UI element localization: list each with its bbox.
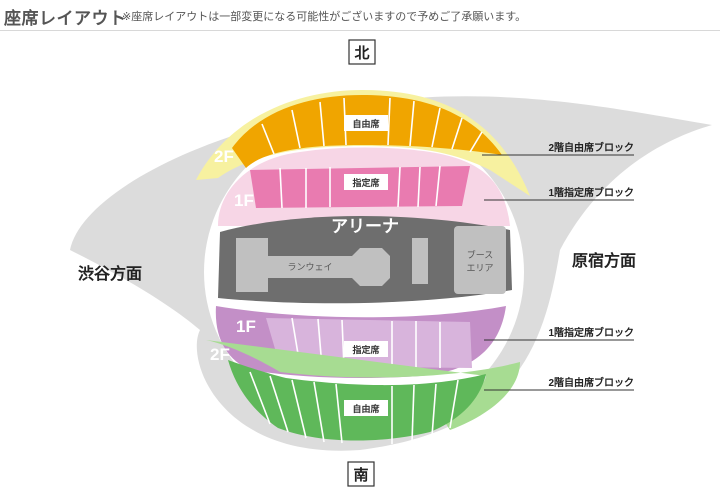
north-2f-floor-label: 2F bbox=[214, 147, 234, 166]
seat-divider bbox=[397, 166, 401, 208]
runway-label: ランウェイ bbox=[287, 262, 332, 272]
seat-divider bbox=[261, 123, 275, 155]
seat-divider bbox=[431, 383, 437, 437]
runway-stage bbox=[236, 238, 390, 292]
seat-divider bbox=[469, 131, 483, 153]
north-1f-caption: 1階指定席ブロック bbox=[548, 186, 634, 199]
callout-south-1f: 1階指定席ブロック bbox=[484, 326, 634, 341]
seat-divider bbox=[313, 381, 325, 443]
seat-divider bbox=[291, 379, 307, 439]
south-1f-seat-label: 指定席 bbox=[344, 341, 388, 357]
arena-stage-block bbox=[412, 238, 428, 284]
north-2f-seat-label: 自由席 bbox=[344, 115, 388, 131]
north-2f-caption: 2階自由席ブロック bbox=[548, 141, 634, 154]
seat-divider bbox=[279, 167, 283, 209]
south-2f-seat-text: 自由席 bbox=[352, 403, 379, 414]
south-2f-seat-label: 自由席 bbox=[344, 400, 388, 416]
seat-divider bbox=[435, 165, 441, 207]
north-marker: 北 bbox=[348, 39, 376, 65]
arena-title: アリーナ bbox=[331, 217, 399, 236]
booth-label-line2: エリア bbox=[466, 263, 493, 273]
north-1f-seat-text: 指定席 bbox=[352, 177, 379, 188]
seat-divider bbox=[335, 383, 343, 444]
north-label: 北 bbox=[354, 45, 369, 62]
seat-divider bbox=[417, 166, 421, 208]
seat-divider bbox=[319, 101, 325, 147]
seat-divider bbox=[431, 107, 441, 148]
shibuya-direction-label: 渋谷方面 bbox=[78, 264, 142, 283]
south-label: 南 bbox=[353, 466, 368, 484]
page-header: 座席レイアウト ※座席レイアウトは一部変更になる可能性がございますので予めご了承… bbox=[0, 0, 720, 31]
north-2f-block[interactable] bbox=[232, 95, 502, 168]
south-2f-seat-dividers bbox=[249, 371, 459, 444]
south-1f-caption: 1階指定席ブロック bbox=[548, 326, 634, 339]
south-1f-floor-label: 1F bbox=[236, 317, 256, 336]
north-1f-seat-label: 指定席 bbox=[344, 174, 388, 190]
callout-south-2f: 2階自由席ブロック bbox=[484, 376, 634, 391]
seat-divider bbox=[291, 109, 301, 149]
south-2f-floor-label: 2F bbox=[210, 345, 230, 364]
callout-north-2f: 2階自由席ブロック bbox=[482, 141, 634, 156]
seat-divider bbox=[411, 384, 415, 443]
callout-north-1f: 1階指定席ブロック bbox=[484, 186, 634, 201]
north-2f-seat-text: 自由席 bbox=[352, 118, 379, 129]
north-2f-seat-dividers bbox=[261, 97, 483, 155]
seat-divider bbox=[249, 371, 271, 425]
layout-notice: ※座席レイアウトは一部変更になる可能性がございますので予めご了承願います。 bbox=[122, 11, 527, 23]
seat-divider bbox=[269, 375, 289, 433]
seat-divider bbox=[451, 117, 463, 150]
south-marker: 南 bbox=[347, 461, 375, 487]
north-1f-seat-dividers bbox=[279, 165, 441, 209]
south-1f-seat-text: 指定席 bbox=[352, 344, 379, 355]
page-title: 座席レイアウト bbox=[4, 9, 127, 28]
seat-divider bbox=[449, 379, 459, 429]
booth-label-line1: ブース bbox=[467, 249, 494, 260]
harajuku-direction-label: 原宿方面 bbox=[572, 251, 636, 270]
south-2f-caption: 2階自由席ブロック bbox=[548, 376, 634, 389]
seat-divider bbox=[409, 100, 415, 147]
booth-area bbox=[454, 226, 506, 294]
south-2f-outer-band bbox=[206, 340, 520, 430]
north-1f-floor-label: 1F bbox=[234, 191, 254, 210]
seat-divider bbox=[387, 97, 391, 146]
